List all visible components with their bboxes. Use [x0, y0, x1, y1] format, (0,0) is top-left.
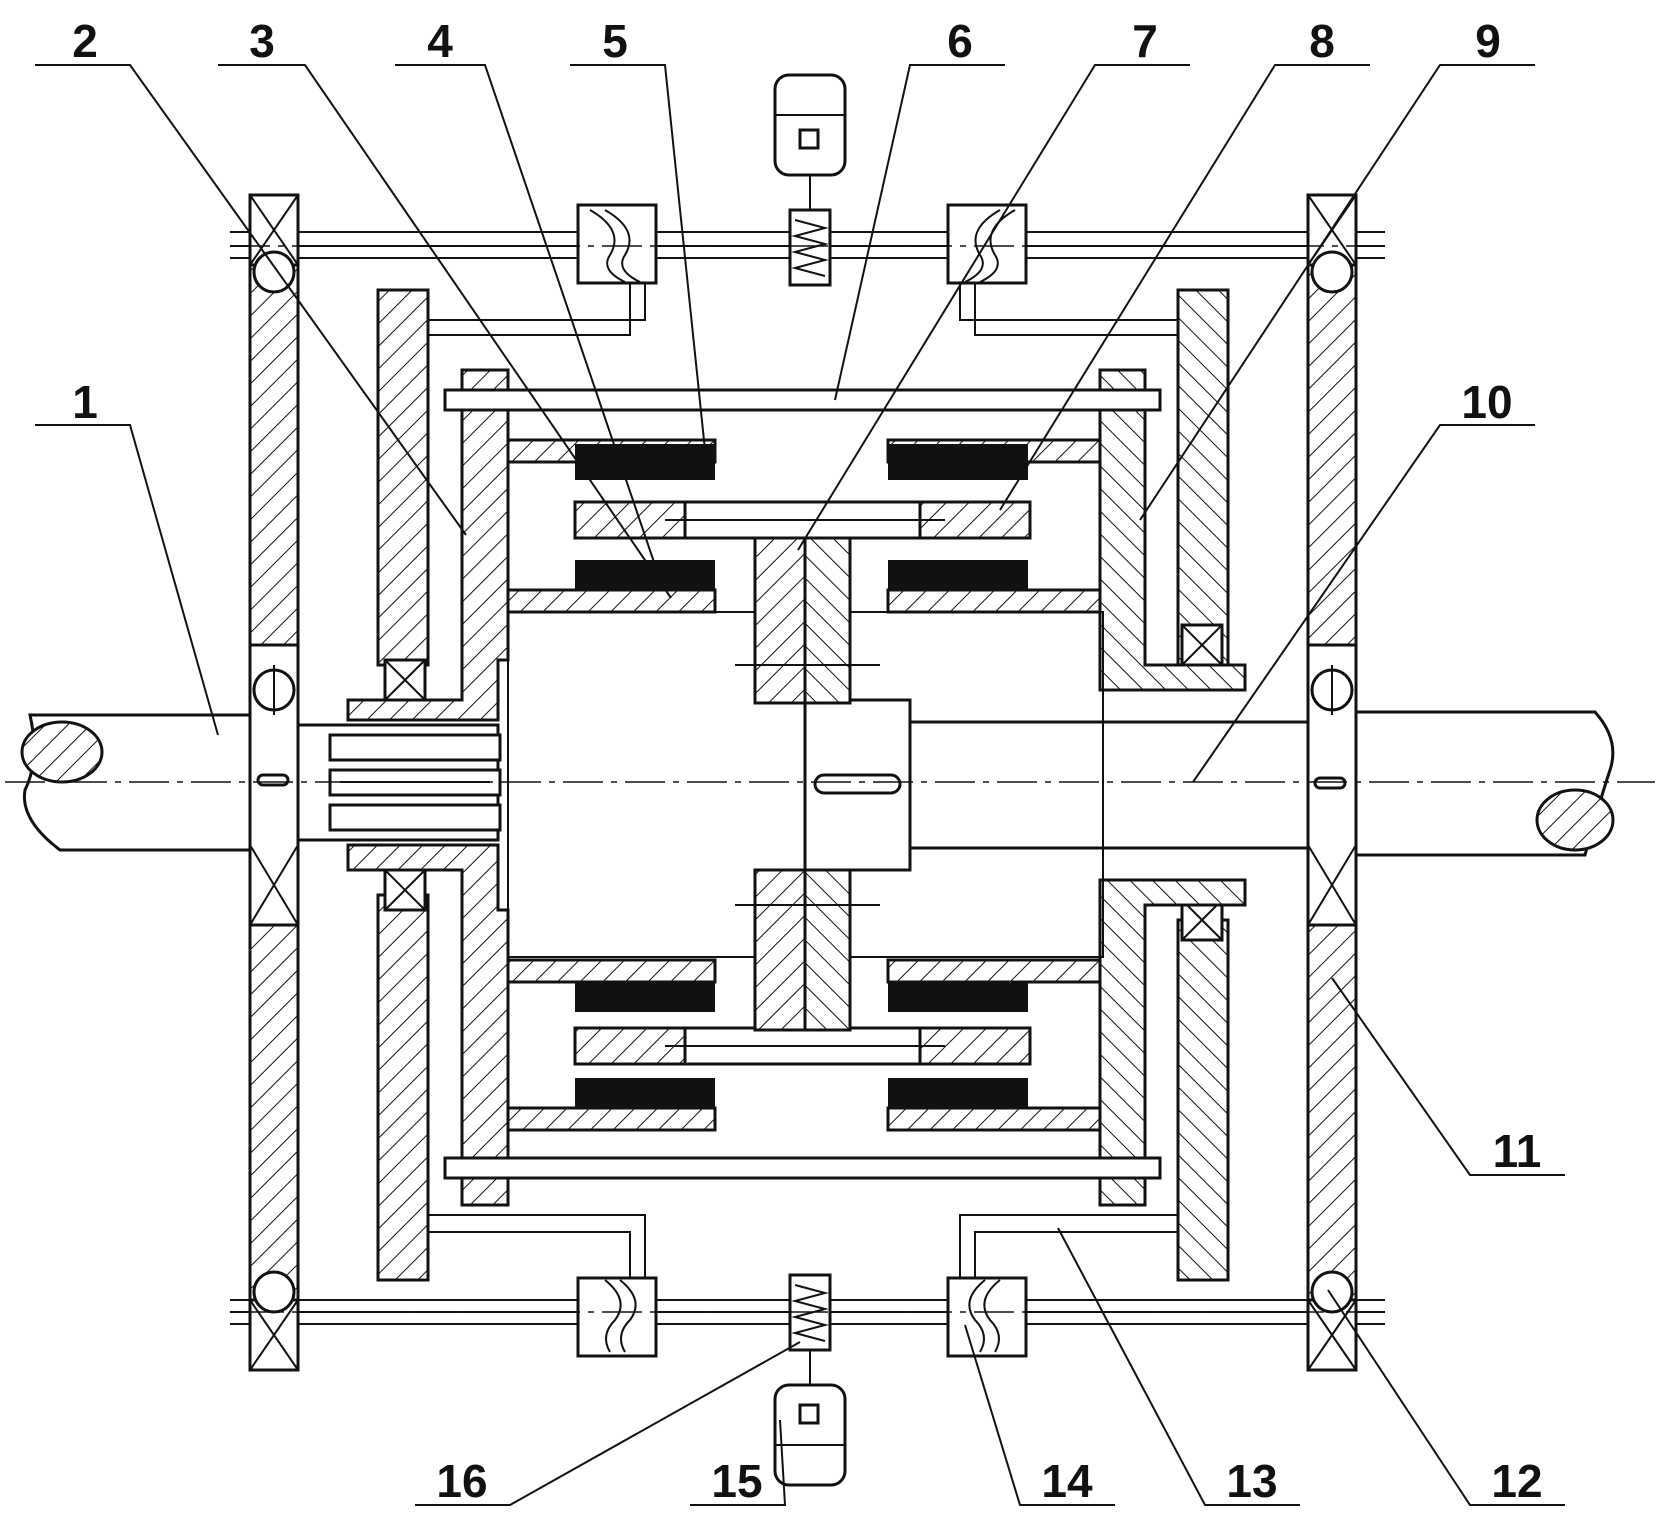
callout-9: 9: [1475, 15, 1501, 67]
callout-3: 3: [249, 15, 275, 67]
callout-12: 12: [1491, 1455, 1542, 1507]
top-spring: [788, 208, 832, 287]
bottom-motor: [773, 1383, 847, 1487]
left-outer-plate: [248, 193, 300, 1372]
right-outer-plate: [1306, 193, 1358, 1372]
central-disc: [735, 536, 880, 1032]
top-motor: [773, 73, 847, 210]
callout-16: 16: [436, 1455, 487, 1507]
callout-labels: 1 2 3 4 5 6 7 8 9 10 11 12 13 14 15 16: [72, 15, 1542, 1507]
callout-1: 1: [72, 376, 98, 428]
callout-6: 6: [947, 15, 973, 67]
upper-brackets: [428, 275, 1178, 336]
output-shaft: [803, 698, 1615, 872]
callout-5: 5: [602, 15, 628, 67]
callout-11: 11: [1493, 1125, 1542, 1177]
lower-right-slider: [946, 1276, 1028, 1358]
right-carrier-housing: [886, 368, 1247, 1207]
callout-4: 4: [427, 15, 453, 67]
tie-rods: [443, 388, 1162, 1180]
callout-15: 15: [711, 1455, 762, 1507]
right-middle-plate: [1176, 288, 1230, 1282]
callout-13: 13: [1226, 1455, 1277, 1507]
callout-14: 14: [1041, 1455, 1093, 1507]
lower-left-slider: [576, 1276, 658, 1358]
upper-left-slider: [576, 203, 658, 285]
bottom-spring: [788, 1273, 832, 1385]
callout-8: 8: [1309, 15, 1335, 67]
left-middle-plate: [376, 288, 430, 1282]
leader-lines: [35, 64, 1565, 1506]
lower-brackets: [428, 1214, 1178, 1280]
callout-7: 7: [1132, 15, 1158, 67]
upper-right-slider: [946, 203, 1028, 285]
callout-2: 2: [72, 15, 98, 67]
callout-10: 10: [1461, 376, 1512, 428]
magnets: [575, 444, 1028, 1108]
